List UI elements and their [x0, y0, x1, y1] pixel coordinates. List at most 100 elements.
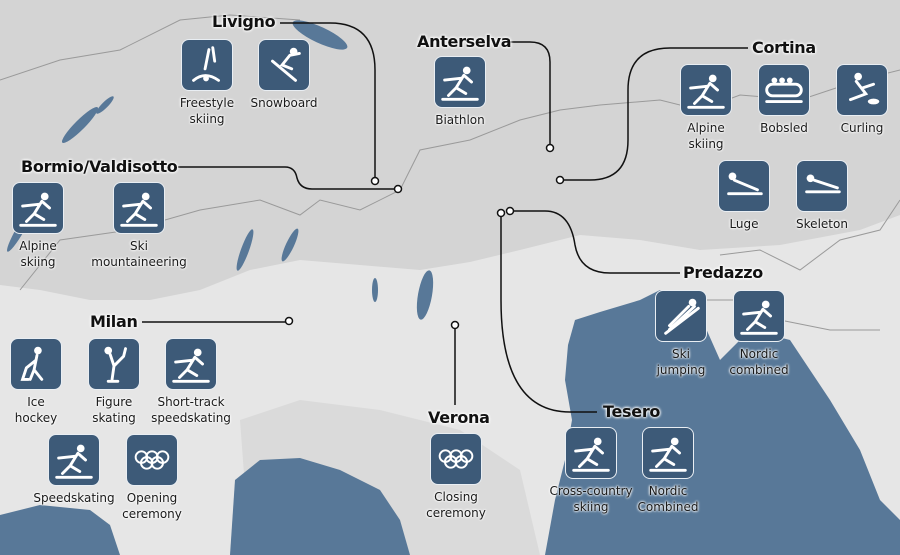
sport-biathlon: Biathlon — [420, 56, 500, 128]
speedskating-icon — [48, 434, 100, 486]
sport-label-line1: Biathlon — [435, 113, 485, 127]
leader-lines — [142, 22, 748, 413]
skeleton-icon — [796, 160, 848, 212]
venue-milan: Milan — [90, 312, 138, 331]
sport-label: Luge — [684, 216, 804, 232]
sport-speedskating: Speedskating — [33, 434, 115, 506]
cortina-leader — [560, 47, 748, 181]
sport-label-line1: Alpine — [19, 239, 57, 253]
venue-tesero: Tesero — [603, 402, 661, 421]
alpine-skiing-icon — [680, 64, 732, 116]
sport-label: Alpine skiing — [0, 238, 98, 270]
sport-label-line1: Nordic — [739, 347, 779, 361]
sport-label-line1: Alpine — [687, 121, 725, 135]
ski-jumping-icon — [655, 290, 707, 342]
predazzo-leader — [510, 210, 680, 274]
bobsled-icon — [758, 64, 810, 116]
adriatic-sea — [545, 290, 900, 555]
sport-label-line2: jumping — [656, 363, 706, 377]
sport-label-line2: skiing — [20, 255, 56, 269]
sport-label: Freestyle skiing — [147, 95, 267, 127]
sport-label-line2: skating — [92, 411, 136, 425]
bormio-leader — [178, 166, 398, 190]
sport-label: Nordic combined — [699, 346, 819, 378]
sport-label-line1: Speedskating — [33, 491, 115, 505]
sport-label: Skeleton — [762, 216, 882, 232]
sport-label-line1: Ski — [130, 239, 148, 253]
sport-label: Biathlon — [400, 112, 520, 128]
biathlon-icon — [434, 56, 486, 108]
sport-ice-hockey: Ice hockey — [0, 338, 76, 426]
sport-label-line1: Bobsled — [760, 121, 808, 135]
sport-label-line1: Cross-country — [549, 484, 633, 498]
cross-country-skiing-icon — [565, 427, 617, 479]
sport-snowboard: Snowboard — [244, 39, 324, 111]
sport-label-line2: ceremony — [426, 506, 486, 520]
sport-curling: Curling — [822, 64, 900, 136]
anterselva-leader — [508, 41, 551, 148]
ice-hockey-icon — [10, 338, 62, 390]
sport-label: Curling — [802, 120, 900, 136]
nordic-combined-icon — [733, 290, 785, 342]
olympic-rings-icon — [430, 433, 482, 485]
sport-label-line2: skiing — [688, 137, 724, 151]
sport-label-line1: Opening — [126, 491, 178, 505]
ski-mountaineering-icon — [113, 182, 165, 234]
sport-label: Snowboard — [224, 95, 344, 111]
figure-skating-icon — [88, 338, 140, 390]
sport-label-line1: Luge — [729, 217, 759, 231]
sport-alpine-skiing: Alpine skiing — [666, 64, 746, 152]
venue-verona: Verona — [428, 408, 490, 427]
nordic-combined-icon — [642, 427, 694, 479]
venue-dots — [284, 143, 565, 330]
sport-freestyle-skiing: Freestyle skiing — [167, 39, 247, 127]
sport-label-line1: Short-track — [157, 395, 225, 409]
sport-label: Figure skating — [54, 394, 174, 426]
livigno-leader — [280, 22, 376, 180]
sport-label-line1: Freestyle — [179, 96, 235, 110]
sport-label-line1: Closing — [434, 490, 478, 504]
venue-bormio: Bormio/Valdisotto — [21, 157, 178, 176]
sport-label-line1: Skeleton — [796, 217, 848, 231]
tesero-leader — [500, 213, 597, 413]
sport-label-line2: hockey — [14, 411, 58, 425]
sport-nordic-combined: Nordic combined — [719, 290, 799, 378]
sport-label-line2: Combined — [637, 500, 699, 514]
curling-icon — [836, 64, 888, 116]
sport-label-line2: skiing — [189, 112, 225, 126]
sport-label-line2: combined — [729, 363, 789, 377]
snowboard-icon — [258, 39, 310, 91]
venue-cortina: Cortina — [752, 38, 816, 57]
ligurian-sea — [230, 458, 410, 555]
sport-closing-ceremony: Closing ceremony — [416, 433, 496, 521]
sport-alpine-skiing: Alpine skiing — [0, 182, 78, 270]
sport-label: Ice hockey — [0, 394, 96, 426]
sport-label-line1: Ice — [27, 395, 45, 409]
luge-icon — [718, 160, 770, 212]
sport-label-line2: ceremony — [122, 507, 182, 521]
freestyle-skiing-icon — [181, 39, 233, 91]
lakes — [7, 20, 434, 320]
venue-predazzo: Predazzo — [683, 263, 763, 282]
sport-skeleton: Skeleton — [782, 160, 862, 232]
sport-label: Alpine skiing — [646, 120, 766, 152]
venue-anterselva: Anterselva — [417, 32, 512, 51]
sport-label-line1: Figure — [95, 395, 133, 409]
sport-figure-skating: Figure skating — [74, 338, 154, 426]
olympic-rings-icon — [126, 434, 178, 486]
sport-opening-ceremony: Opening ceremony — [112, 434, 192, 522]
alpine-skiing-icon — [12, 182, 64, 234]
sport-bobsled: Bobsled — [744, 64, 824, 136]
sport-label: Speedskating — [14, 490, 134, 506]
sport-label: Closing ceremony — [396, 489, 516, 521]
sport-label-line1: Snowboard — [250, 96, 318, 110]
